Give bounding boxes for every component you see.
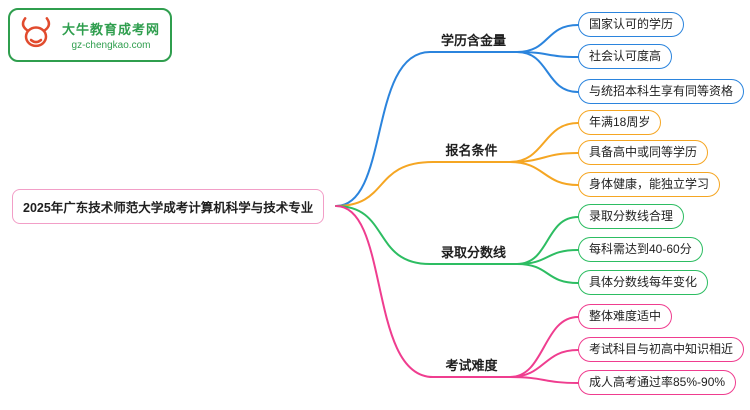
leaf-node: 社会认可度高 — [578, 44, 673, 69]
child-line — [509, 152, 579, 163]
site-logo: 大牛教育成考网 gz-chengkao.com — [8, 8, 173, 62]
child-line — [516, 51, 579, 93]
child-line — [509, 376, 579, 384]
branch-label-baoming: 报名条件 — [445, 143, 498, 158]
child-line — [516, 263, 579, 284]
leaf-node: 国家认可的学历 — [578, 12, 685, 37]
child-line — [509, 349, 579, 378]
branch-line — [335, 161, 511, 207]
branch-label-kaoshi: 考试难度 — [445, 358, 498, 373]
branch-line — [335, 205, 518, 265]
leaf-node: 录取分数线合理 — [578, 204, 685, 229]
leaf-node: 身体健康，能独立学习 — [578, 172, 721, 197]
leaf-node: 考试科目与初高中知识相近 — [578, 337, 745, 362]
child-line — [509, 122, 579, 163]
logo-url: gz-chengkao.com — [71, 40, 151, 51]
branch-line — [335, 51, 518, 207]
bull-logo-icon — [21, 17, 51, 48]
leaf-node: 与统招本科生享有同等资格 — [578, 79, 745, 104]
leaf-node: 具体分数线每年变化 — [578, 270, 709, 295]
branch-line — [335, 205, 511, 378]
central-topic: 2025年广东技术师范大学成考计算机科学与技术专业 — [12, 189, 325, 224]
branch-label-luqu: 录取分数线 — [440, 245, 506, 260]
child-line — [516, 216, 579, 265]
leaf-node: 年满18周岁 — [578, 110, 662, 135]
child-line — [509, 161, 579, 186]
logo-text: 大牛教育成考网 gz-chengkao.com — [62, 19, 160, 51]
logo-title: 大牛教育成考网 — [62, 22, 161, 37]
leaf-node: 成人高考通过率85%-90% — [578, 370, 737, 395]
child-line — [516, 24, 579, 53]
leaf-node: 整体难度适中 — [578, 304, 673, 329]
leaf-node: 每科需达到40-60分 — [578, 237, 703, 262]
child-line — [509, 316, 579, 378]
branch-label-xueli: 学历含金量 — [440, 33, 506, 48]
leaf-node: 具备高中或同等学历 — [578, 140, 709, 165]
